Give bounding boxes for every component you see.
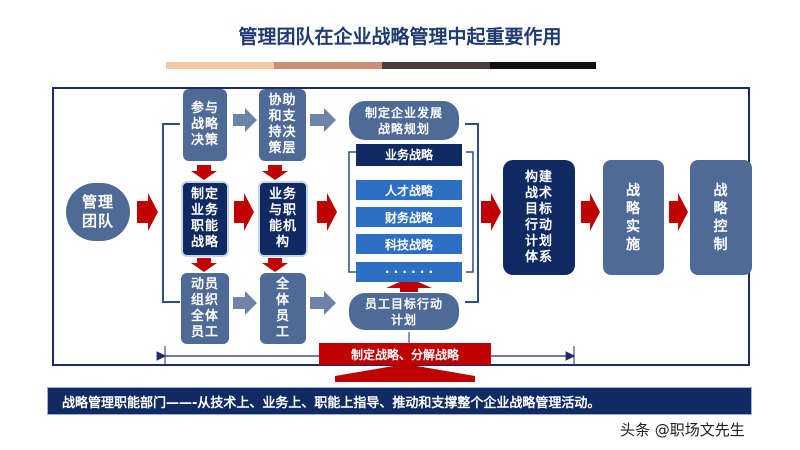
gray-arrow-4 — [310, 291, 336, 315]
red-label: 制定战略、分解战略 — [319, 343, 491, 365]
gray-arrow-2 — [310, 108, 336, 132]
title-bar-segment-1 — [166, 62, 274, 69]
implement-box: 战 略 实 施 — [603, 160, 664, 275]
right-bracket — [465, 123, 479, 303]
red-arrow-implement-right — [669, 193, 688, 231]
staff-plan-box: 员工目标行动 计划 — [349, 293, 459, 330]
gray-arrow-3 — [233, 291, 257, 315]
strategy-item-more: · · · · · · — [356, 262, 462, 282]
red-arrow-bottom-up — [335, 364, 475, 382]
list-bracket — [348, 151, 356, 273]
strategy-item-finance: 财务战略 — [356, 207, 462, 227]
bottom-banner: 战略管理职能部门——-从技术上、业务上、职能上指导、推动和支撑整个企业战略管理活… — [47, 387, 752, 415]
page-title: 管理团队在企业战略管理中起重要作用 — [238, 26, 562, 48]
red-arrow-assist-down — [262, 165, 288, 180]
red-arrow-participate-down — [191, 165, 217, 180]
red-arrow-org-right — [317, 193, 337, 231]
red-arrow-strategy-right — [234, 193, 254, 231]
strategy-item-talent: 人才战略 — [356, 180, 462, 200]
team-box: 管理 团队 — [66, 183, 130, 241]
gray-arrow-1 — [233, 108, 257, 132]
strategy-item-business: 业务战略 — [356, 144, 462, 166]
watermark: 头条 @职场文先生 — [620, 421, 745, 439]
enterprise-plan-box: 制定企业发展 战略规划 — [349, 101, 459, 140]
red-arrow-team — [137, 193, 158, 231]
business-strategy-box: 制定 业务 职能 战略 — [181, 181, 229, 257]
red-arrow-org-down — [262, 258, 288, 272]
strategy-item-tech: 科技战略 — [356, 234, 462, 254]
list-bracket-right — [466, 151, 474, 273]
title-bar-segment-2 — [274, 62, 382, 69]
participate-box: 参与 战略 决策 — [183, 89, 227, 161]
all-staff-box: 全 体 员 工 — [260, 273, 306, 344]
red-arrow-strategy-down — [191, 258, 217, 272]
red-arrow-list-right — [481, 193, 501, 231]
control-box: 战 略 控 制 — [690, 160, 752, 275]
mobilize-box: 动员 组织 全体 员工 — [181, 273, 229, 344]
business-org-box: 业务 与职 能机 构 — [258, 181, 308, 257]
left-bracket — [162, 123, 180, 303]
goal-system-box: 构建 战术 目标 行动 计划 体系 — [503, 160, 575, 275]
title-bar-segment-3 — [382, 62, 490, 69]
assist-box: 协助 和支 持决 策层 — [259, 89, 306, 161]
title-bar-segment-4 — [490, 62, 596, 69]
red-arrow-up-staff-plan — [386, 278, 432, 292]
red-arrow-system-right — [581, 193, 600, 231]
